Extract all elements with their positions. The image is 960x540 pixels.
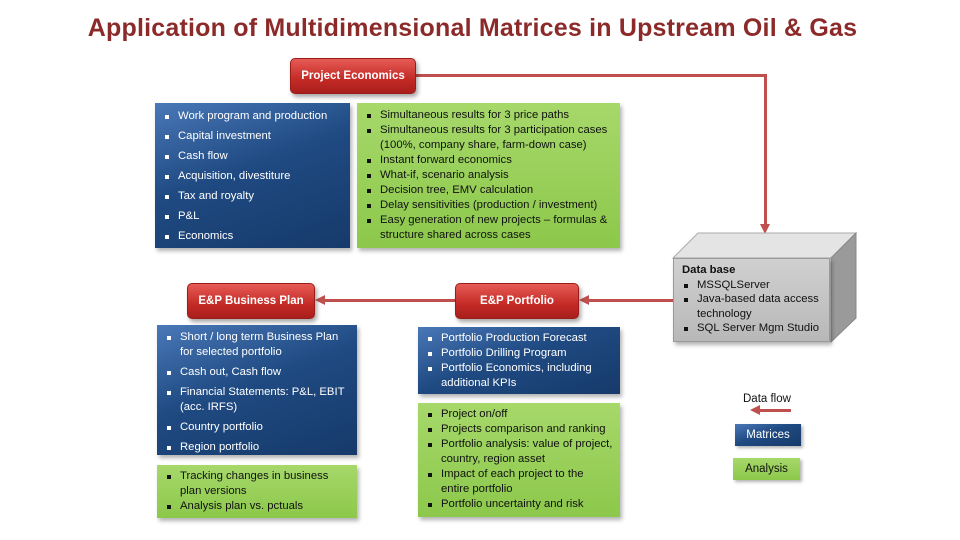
list-item: Work program and production — [163, 109, 344, 124]
list-item: Delay sensitivities (production / invest… — [365, 198, 614, 213]
list-item: Financial Statements: P&L, EBIT (acc. IR… — [165, 385, 351, 415]
business-plan-analysis: Tracking changes in business plan versio… — [157, 465, 357, 518]
list-item: Simultaneous results for 3 participation… — [365, 123, 614, 153]
list-item: Portfolio Economics, including additiona… — [426, 361, 614, 391]
list-item: Decision tree, EMV calculation — [365, 183, 614, 198]
list-item: Instant forward economics — [365, 153, 614, 168]
flow-arrow-db-to-portfolio — [588, 299, 674, 302]
arrowhead-icon — [315, 295, 325, 305]
database-title: Data base — [682, 264, 736, 276]
list-item: Tracking changes in business plan versio… — [165, 469, 351, 499]
list-item: Java-based data access technology — [682, 292, 821, 321]
list-item: Projects comparison and ranking — [426, 422, 614, 437]
list-item: MSSQLServer — [682, 278, 821, 293]
list-item: Economics — [163, 229, 344, 244]
list-item: Portfolio Production Forecast — [426, 331, 614, 346]
list-item: Cash out, Cash flow — [165, 365, 351, 380]
list-item: P&L — [163, 209, 344, 224]
list-item: Tax and royalty — [163, 189, 344, 204]
slide-title: Application of Multidimensional Matrices… — [87, 14, 858, 42]
list-item: What-if, scenario analysis — [365, 168, 614, 183]
list-item: Easy generation of new projects – formul… — [365, 213, 614, 243]
project-economics-node[interactable]: Project Economics — [290, 58, 416, 94]
list-item: Country portfolio — [165, 420, 351, 435]
portfolio-node[interactable]: E&P Portfolio — [455, 283, 579, 319]
flow-arrow-econ-to-db-vertical — [764, 74, 767, 224]
flow-arrow-econ-to-db — [415, 74, 767, 77]
business-plan-matrices: Short / long term Business Plan for sele… — [157, 325, 357, 455]
legend-matrices: Matrices — [735, 424, 801, 446]
flow-arrow-portfolio-to-plan — [325, 299, 456, 302]
list-item: Portfolio analysis: value of project, co… — [426, 437, 614, 467]
list-item: Short / long term Business Plan for sele… — [165, 330, 351, 360]
database-cube-icon — [671, 231, 858, 344]
legend-arrow — [759, 409, 791, 412]
legend-data-flow-label: Data flow — [743, 393, 791, 405]
list-item: SQL Server Mgm Studio — [682, 321, 821, 336]
list-item: Project on/off — [426, 407, 614, 422]
list-item: Capital investment — [163, 129, 344, 144]
list-item: Region portfolio — [165, 440, 351, 455]
legend-analysis: Analysis — [733, 458, 800, 480]
list-item: Portfolio uncertainty and risk — [426, 497, 614, 512]
arrowhead-icon — [579, 295, 589, 305]
business-plan-node[interactable]: E&P Business Plan — [187, 283, 315, 319]
list-item: Cash flow — [163, 149, 344, 164]
arrowhead-icon — [760, 224, 770, 234]
list-item: Portfolio Drilling Program — [426, 346, 614, 361]
list-item: Acquisition, divestiture — [163, 169, 344, 184]
list-item: Analysis plan vs. pctuals — [165, 499, 351, 514]
arrowhead-icon — [750, 405, 760, 415]
list-item: Impact of each project to the entire por… — [426, 467, 614, 497]
list-item: Simultaneous results for 3 price paths — [365, 108, 614, 123]
